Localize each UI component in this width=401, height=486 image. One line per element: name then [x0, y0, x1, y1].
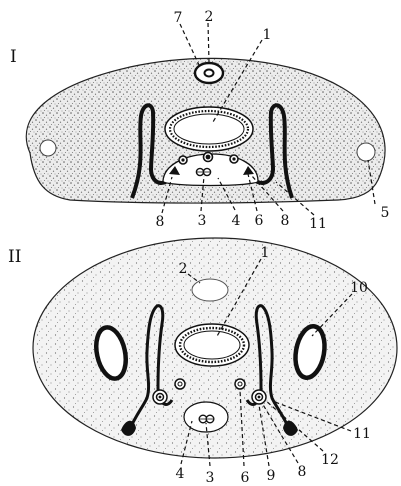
panel-one-label-4: 4: [232, 213, 241, 229]
panel-one-vessel-left-dot: [181, 158, 184, 161]
panel-one-central-organ-lumen: [174, 114, 244, 144]
panel-two-label-1: 1: [261, 245, 270, 261]
panel-two: II: [8, 238, 397, 486]
panel-two-label-9: 9: [267, 468, 276, 484]
panel-two-label-4: 4: [176, 466, 185, 482]
panel-one-organ-seven-inner: [205, 70, 214, 77]
panel-two-label-12: 12: [321, 452, 339, 468]
panel-two-numeral: II: [8, 247, 21, 267]
panel-one-label-1: 1: [263, 27, 272, 43]
panel-one-label-6: 6: [255, 213, 264, 229]
panel-one-vessel-mid-dot: [206, 155, 211, 160]
panel-one-label-3: 3: [198, 213, 207, 229]
panel-one-left-pore: [40, 140, 56, 156]
panel-two-label-11: 11: [353, 426, 371, 442]
panel-one-vessel-right-dot: [232, 157, 235, 160]
panel-one-numeral: I: [10, 47, 17, 67]
panel-two-label-2: 2: [179, 261, 188, 277]
panel-one-label-7: 7: [174, 10, 183, 26]
panel-one-label-11: 11: [309, 216, 327, 232]
panel-one: I: [10, 9, 389, 232]
panel-two-label-10: 10: [350, 280, 368, 296]
panel-two-label-8: 8: [298, 464, 307, 480]
panel-one-label-8-left: 8: [156, 214, 165, 230]
panel-one-label-2: 2: [205, 9, 214, 25]
panel-one-label-8-right: 8: [281, 213, 290, 229]
panel-two-central-organ-lumen: [184, 331, 240, 359]
panel-one-right-pore: [357, 143, 375, 161]
panel-one-label-5: 5: [381, 205, 390, 221]
panel-two-label-6: 6: [241, 470, 250, 486]
panel-two-organ-two: [192, 279, 228, 301]
panel-two-label-3: 3: [206, 470, 215, 486]
